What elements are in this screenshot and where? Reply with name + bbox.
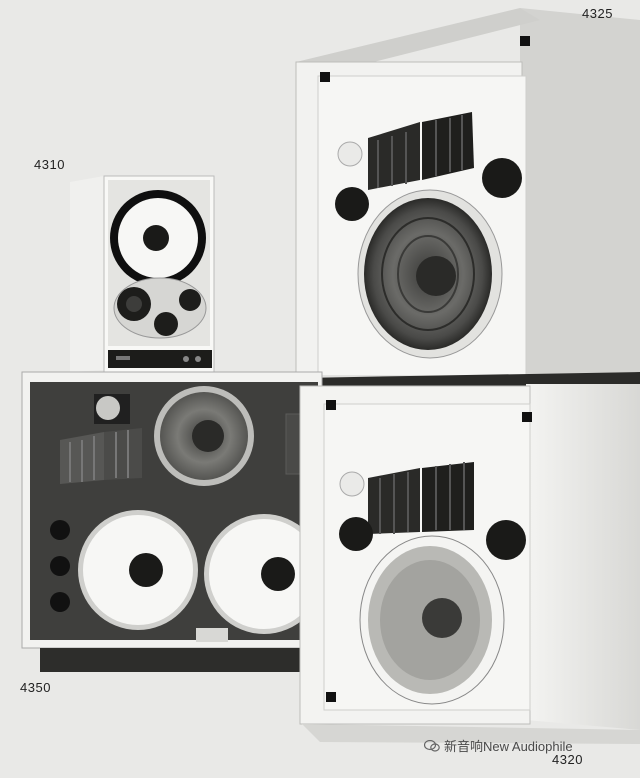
model-label-4350: 4350	[20, 680, 51, 695]
horn-tweeter	[368, 112, 474, 190]
speaker-4350	[21, 371, 324, 672]
model-label-4320: 4320	[552, 752, 583, 767]
wechat-icon	[423, 739, 440, 752]
model-label-4310: 4310	[34, 157, 65, 172]
speaker-4325	[295, 8, 640, 392]
watermark: 新音响New Audiophile	[423, 736, 573, 755]
watermark-text: 新音响New Audiophile	[444, 739, 573, 754]
speaker-4310	[70, 175, 215, 373]
model-label-4325: 4325	[582, 6, 613, 21]
speaker-4320	[299, 384, 640, 744]
woofer-4325	[357, 189, 503, 359]
